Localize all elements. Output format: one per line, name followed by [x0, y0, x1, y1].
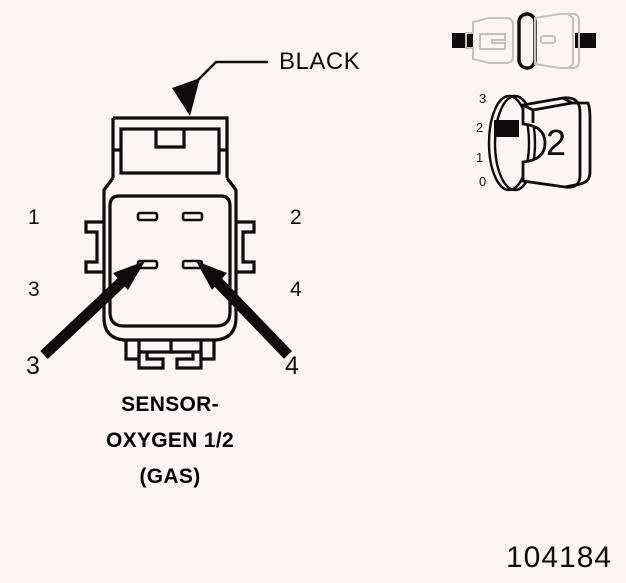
receptacle-body-icon — [534, 13, 580, 69]
black-wire-leader — [195, 60, 268, 83]
callout-4-leader — [196, 261, 292, 359]
pin-label-1: 1 — [28, 206, 40, 229]
pin-label-3: 3 — [28, 278, 40, 301]
caption-line-1: SENSOR- — [121, 393, 219, 416]
side-view-icon — [452, 12, 596, 70]
caption-line-3: (GAS) — [139, 465, 201, 488]
left-wire-stub-icon — [452, 33, 473, 48]
top-latch-notch — [154, 129, 186, 149]
arrow-up-left-icon — [196, 261, 227, 290]
wire-color-label: BLACK — [279, 48, 361, 75]
arrow-up-right-icon — [113, 261, 145, 290]
cavity-scale-label-2: 2 — [476, 120, 484, 135]
bottom-foot-left — [137, 352, 165, 370]
cavity-scale-label-3: 3 — [479, 91, 487, 106]
plug-body-icon — [465, 17, 514, 64]
caption-line-2: OXYGEN 1/2 — [106, 429, 234, 452]
cavity-number-label: 2 — [546, 122, 567, 163]
pin-label-2: 2 — [290, 206, 302, 229]
cavity-scale-label-0: 0 — [479, 174, 487, 189]
cavity-scale-label-1: 1 — [476, 150, 484, 165]
receptacle-rear-edge-icon — [567, 13, 574, 69]
receptacle-slot-icon — [540, 35, 556, 44]
pin-label-4: 4 — [290, 278, 302, 301]
terminal-slot-1 — [136, 211, 159, 222]
cavity-indicator-icon — [487, 94, 592, 192]
connector-caption: SENSOR- OXYGEN 1/2 (GAS) — [40, 393, 300, 489]
part-number-label: 104184 — [506, 541, 613, 574]
cavity-scale-ring-outer — [487, 94, 531, 192]
arrow-down-left-icon — [172, 78, 200, 116]
right-wire-stub-icon — [575, 33, 596, 48]
left-keying-wing — [84, 220, 104, 274]
callout-3-leader — [40, 261, 145, 360]
cavity-scale-ring-inner — [493, 94, 537, 192]
right-keying-wing — [236, 220, 256, 274]
terminal-callout-label-4: 4 — [285, 352, 299, 380]
terminal-callout-label-3: 3 — [26, 352, 40, 380]
cavity-position-marker — [494, 120, 519, 137]
terminal-slot-2 — [181, 211, 204, 222]
top-shroud-outer-right — [113, 116, 229, 178]
bottom-tab-left-upright — [124, 340, 141, 361]
bottom-foot-right — [175, 352, 203, 370]
cavity-block-side — [562, 96, 592, 189]
connector-inner-panel — [108, 194, 232, 328]
bottom-tab-right-upright — [199, 340, 216, 361]
plug-latch-detail-icon — [479, 33, 506, 50]
